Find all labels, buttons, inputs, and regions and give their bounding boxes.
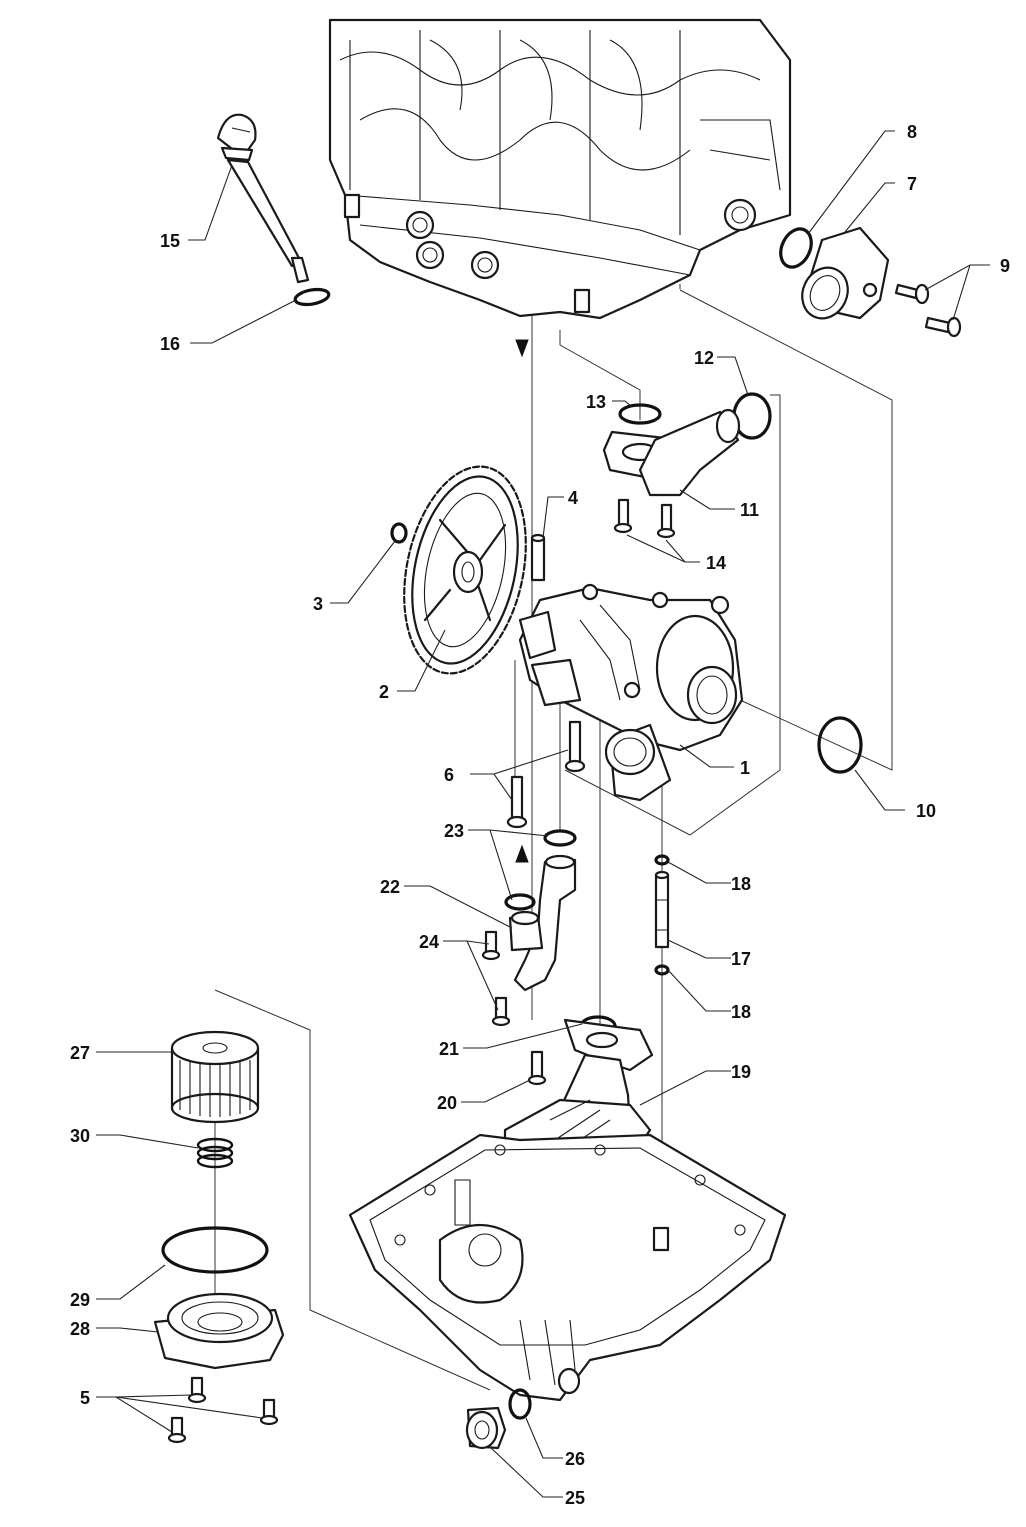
callout-27: 27 (70, 1043, 90, 1063)
screw-20 (527, 1050, 547, 1086)
callout-2: 2 (379, 682, 389, 702)
callout-4: 4 (568, 488, 578, 508)
water-pipe-11 (602, 408, 741, 497)
screw-6-right (564, 720, 586, 773)
transfer-tube-17 (654, 870, 670, 949)
callout-numbers: 1 2 3 4 5 6 7 8 9 10 11 12 13 14 15 16 1… (70, 122, 1010, 1508)
o-ring-13 (618, 403, 662, 425)
callout-12: 12 (694, 348, 714, 368)
callout-14: 14 (706, 553, 726, 573)
o-ring-29 (161, 1226, 269, 1274)
dipstick-seal (293, 287, 331, 307)
o-ring-10 (817, 716, 863, 774)
oil-pan (348, 1133, 787, 1402)
screw-6-left (506, 775, 528, 829)
callout-18-upper: 18 (731, 874, 751, 894)
callout-28: 28 (70, 1319, 90, 1339)
elbow-fitting-7 (801, 226, 890, 320)
pump-body-1 (518, 583, 744, 802)
dowel-pin-4 (530, 533, 546, 582)
screw-24-upper (481, 930, 501, 961)
screw-14-left (613, 498, 633, 534)
o-ring-8 (779, 227, 813, 269)
callout-16: 16 (160, 334, 180, 354)
screw-14-right (656, 503, 676, 539)
callout-10: 10 (916, 801, 936, 821)
callout-20: 20 (437, 1093, 457, 1113)
o-ring-18-upper (654, 854, 670, 866)
callout-17: 17 (731, 949, 751, 969)
callout-19: 19 (731, 1062, 751, 1082)
o-ring-23-lower (504, 893, 536, 911)
callout-25: 25 (565, 1488, 585, 1508)
leader-lines (96, 130, 990, 1498)
callout-9: 9 (1000, 256, 1010, 276)
callout-15: 15 (160, 231, 180, 251)
callout-21: 21 (439, 1039, 459, 1059)
callout-13: 13 (586, 392, 606, 412)
dipstick (216, 113, 310, 284)
screw-5-b (259, 1398, 279, 1426)
washer-3 (390, 522, 408, 544)
callout-5: 5 (80, 1388, 90, 1408)
callout-22: 22 (380, 877, 400, 897)
callout-3: 3 (313, 594, 323, 614)
screw-5-c (167, 1416, 187, 1444)
callout-29: 29 (70, 1290, 90, 1310)
screw-5-a (187, 1376, 207, 1404)
callout-1: 1 (740, 758, 750, 778)
callout-23: 23 (444, 821, 464, 841)
callout-18-lower: 18 (731, 1002, 751, 1022)
callout-7: 7 (907, 174, 917, 194)
filter-cover-28 (153, 1292, 285, 1370)
callout-11: 11 (740, 500, 759, 520)
callout-24: 24 (419, 932, 439, 952)
drive-gear-2 (403, 465, 527, 675)
washer-26 (508, 1388, 532, 1420)
callout-8: 8 (907, 122, 917, 142)
o-ring-23-upper (543, 829, 577, 847)
oil-pipe-22 (508, 854, 577, 992)
oil-filter-27 (170, 1030, 260, 1124)
screw-9-lower (924, 316, 962, 338)
crankcase-block (328, 18, 792, 320)
callout-6: 6 (444, 765, 454, 785)
callout-30: 30 (70, 1126, 90, 1146)
screw-24-lower (491, 996, 511, 1027)
callout-26: 26 (565, 1449, 585, 1469)
flow-arrow-down (515, 339, 529, 358)
spring-30 (196, 1137, 234, 1169)
flow-arrow-up (515, 844, 529, 863)
screw-9-upper (894, 283, 930, 305)
drain-plug-25 (465, 1406, 507, 1450)
